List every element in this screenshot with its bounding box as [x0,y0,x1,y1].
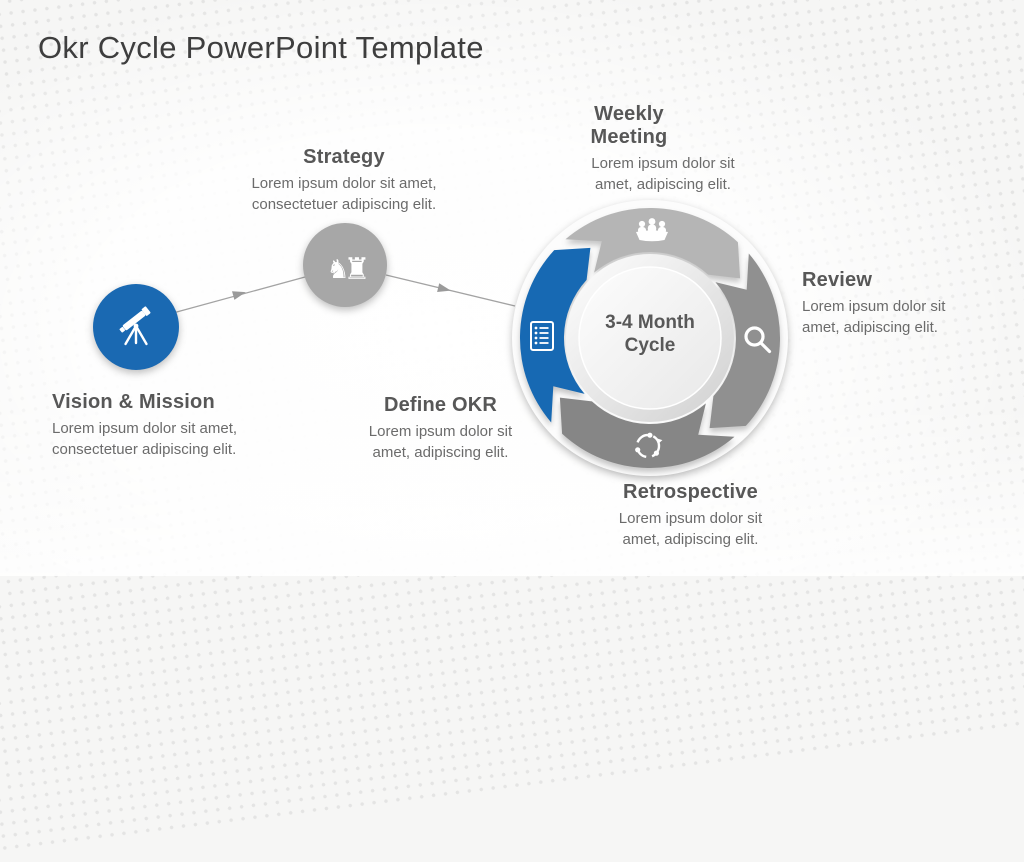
define-okr-label: Define OKR [383,394,498,416]
cycle-center-label: 3-4 Month Cycle [605,312,695,357]
meeting-icon [636,218,668,242]
weekly-meeting-description: Lorem ipsum dolor sit amet, adipiscing e… [591,155,735,193]
retrospective-caption: Retrospective Lorem ipsum dolor sit amet… [578,481,803,550]
flow-connectors [172,274,516,314]
vision-mission-label: Vision & Mission [52,391,215,413]
vision-mission-description: Lorem ipsum dolor sit amet, consectetuer… [52,420,238,458]
review-label: Review [802,269,873,291]
strategy-node: ♞ ♜ [303,223,387,307]
weekly-meeting-label: Weekly Meeting [590,103,668,148]
arrowhead-icon [232,291,246,300]
chess-rook-glyph: ♜ [344,252,371,287]
define-okr-description: Lorem ipsum dolor sit amet, adipiscing e… [368,423,513,461]
arrowhead-icon [437,283,451,292]
vision-mission-caption: Vision & Mission Lorem ipsum dolor sit a… [52,391,302,460]
telescope-icon [119,306,151,346]
cycle-center-circle [578,266,722,410]
cycle-segment-weekly-meeting [565,207,741,279]
weekly-meeting-caption: Weekly Meeting Lorem ipsum dolor sit ame… [563,103,763,195]
define-okr-caption: Define OKR Lorem ipsum dolor sit amet, a… [333,394,548,463]
okr-cycle-diagram [512,200,788,476]
review-caption: Review Lorem ipsum dolor sit amet, adipi… [802,269,992,338]
strategy-caption: Strategy Lorem ipsum dolor sit amet, con… [234,146,454,215]
magnifier-icon [744,326,772,354]
chess-icon: ♞ ♜ [326,252,370,287]
cycle-segment-retrospective [559,397,735,469]
chess-knight-glyph: ♞ [326,255,349,285]
review-description: Lorem ipsum dolor sit amet, adipiscing e… [802,298,946,336]
strategy-circle [303,223,387,307]
cycle-segment-define-okr [519,247,591,423]
refresh-icon [635,432,663,459]
slide-title: Okr Cycle PowerPoint Template [38,30,484,65]
strategy-description: Lorem ipsum dolor sit amet, consectetuer… [251,175,437,213]
retrospective-description: Lorem ipsum dolor sit amet, adipiscing e… [618,510,763,548]
vision-mission-node [93,284,179,370]
strategy-label: Strategy [303,146,385,168]
checklist-icon [530,321,554,351]
cycle-segment-review [709,253,781,429]
retrospective-label: Retrospective [623,481,758,503]
